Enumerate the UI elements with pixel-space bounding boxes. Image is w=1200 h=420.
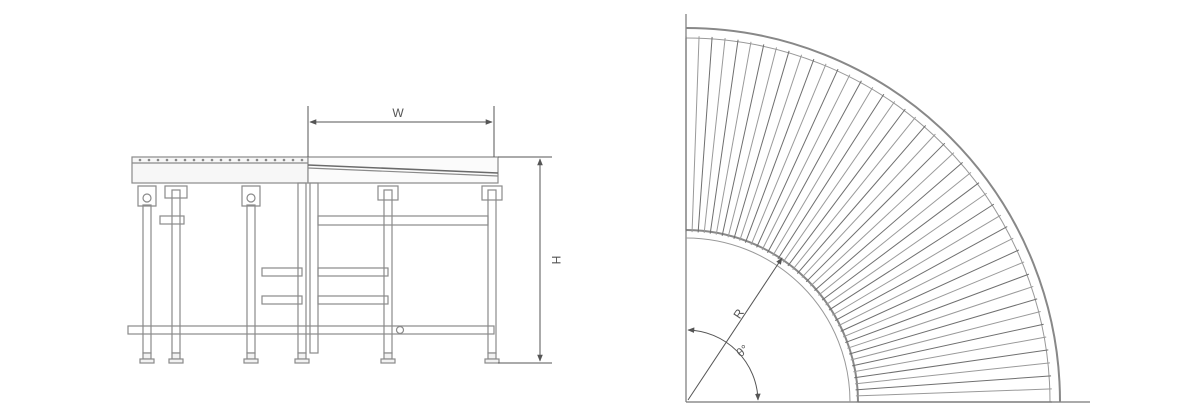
roller xyxy=(840,249,1020,332)
roller-end xyxy=(183,158,187,162)
roller xyxy=(796,125,927,274)
roller xyxy=(709,39,739,234)
roller xyxy=(852,323,1044,367)
roller xyxy=(787,108,906,267)
width-dimension xyxy=(307,106,495,157)
tapered-rollers xyxy=(685,36,1052,403)
roller-end xyxy=(219,158,223,162)
leveling-feet xyxy=(139,352,500,364)
roller-end xyxy=(246,158,250,162)
roller xyxy=(837,237,1014,327)
roller xyxy=(715,41,752,235)
roller-end xyxy=(174,158,178,162)
height-dimension xyxy=(498,156,552,364)
roller xyxy=(782,101,896,263)
roller xyxy=(828,203,995,311)
roller-end xyxy=(192,158,196,162)
roller-end xyxy=(201,158,205,162)
straight-conveyor-frame xyxy=(131,156,309,184)
roller xyxy=(818,171,972,296)
roller xyxy=(777,93,885,260)
roller xyxy=(831,214,1002,316)
roller xyxy=(721,44,765,236)
roller xyxy=(756,68,839,248)
roller-end xyxy=(138,158,142,162)
roller xyxy=(697,36,713,233)
roller xyxy=(855,388,1052,397)
roller xyxy=(854,349,1049,379)
radius-dimension xyxy=(687,257,783,401)
roller-ends-row xyxy=(138,158,304,162)
roller xyxy=(703,38,726,234)
roller-end xyxy=(273,158,277,162)
roller xyxy=(739,54,803,241)
roller xyxy=(733,50,790,240)
roller xyxy=(792,116,917,270)
roller xyxy=(750,63,827,246)
roller xyxy=(761,74,851,251)
angle-label: θ° xyxy=(734,342,752,360)
height-label: H xyxy=(549,256,563,265)
roller-end xyxy=(255,158,259,162)
roller-end xyxy=(264,158,268,162)
roller xyxy=(845,273,1030,344)
bottom-stretcher-rail xyxy=(127,325,495,335)
roller-end xyxy=(228,158,232,162)
roller xyxy=(850,311,1041,361)
roller xyxy=(834,226,1008,321)
outer-rail xyxy=(685,27,1061,403)
side-elevation-view xyxy=(127,156,503,364)
roller xyxy=(847,285,1034,349)
roller-end xyxy=(165,158,169,162)
roller-end xyxy=(147,158,151,162)
roller-end xyxy=(156,158,160,162)
width-label: W xyxy=(392,106,404,120)
roller xyxy=(854,362,1050,385)
roller xyxy=(814,161,963,292)
roller xyxy=(825,192,987,306)
roller xyxy=(801,133,936,278)
roller-end xyxy=(237,158,241,162)
roller xyxy=(853,336,1047,373)
roller-end xyxy=(300,158,304,162)
roller xyxy=(821,182,980,301)
radius-label: R xyxy=(730,306,747,321)
curved-conveyor-frame xyxy=(307,156,499,184)
plan-view-curve xyxy=(685,14,1090,403)
angle-dimension xyxy=(687,327,761,401)
roller xyxy=(772,86,874,257)
roller xyxy=(744,58,815,243)
roller xyxy=(810,152,955,287)
roller xyxy=(691,36,700,233)
roller xyxy=(727,47,777,238)
roller xyxy=(848,298,1038,355)
roller xyxy=(842,261,1025,338)
roller xyxy=(767,80,862,254)
roller-end xyxy=(282,158,286,162)
roller xyxy=(805,142,946,283)
roller-end xyxy=(291,158,295,162)
roller xyxy=(855,375,1052,391)
roller-end xyxy=(210,158,214,162)
straight-section-legs xyxy=(137,182,307,354)
curved-section-legs xyxy=(309,182,503,354)
